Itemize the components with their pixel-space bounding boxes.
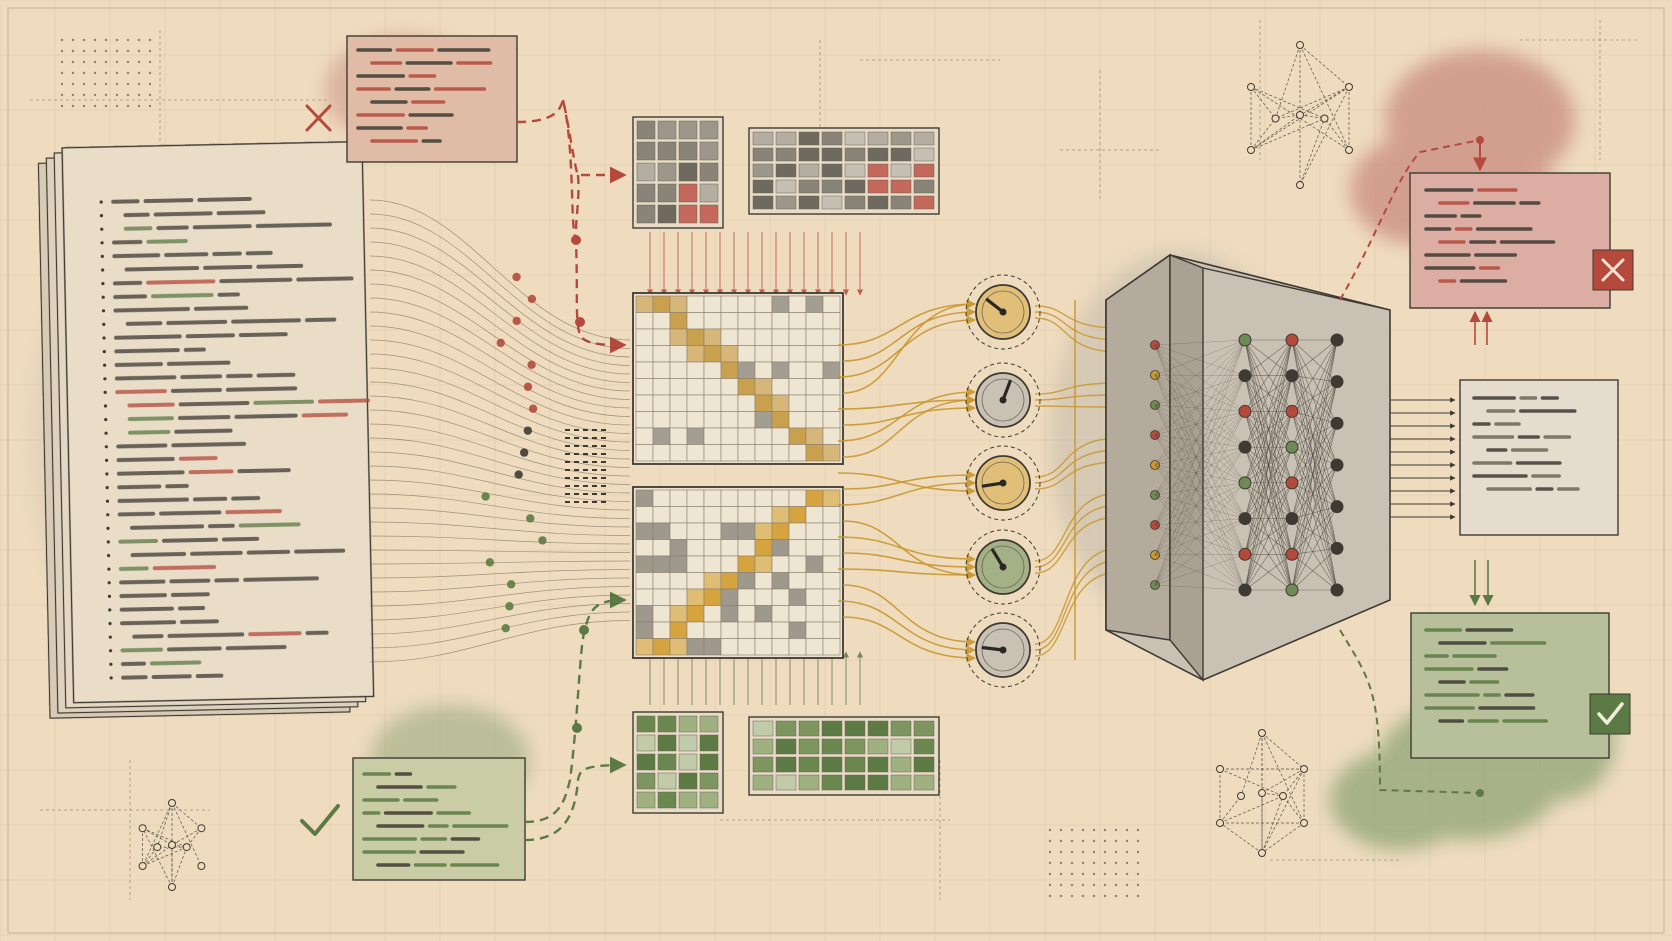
feature-grids bbox=[632, 116, 940, 814]
scoring-dials bbox=[965, 274, 1041, 688]
rejected-branch-nodes bbox=[571, 235, 585, 327]
token-flow-lines bbox=[369, 199, 631, 663]
output-neutral-card bbox=[1459, 379, 1619, 536]
accepted-branch-arrows bbox=[524, 591, 627, 842]
attention-matrices bbox=[632, 292, 844, 659]
output-connectors bbox=[1339, 136, 1494, 797]
output-accepted-card bbox=[1410, 612, 1631, 759]
network-graph bbox=[1150, 333, 1344, 597]
document-text-lines bbox=[99, 196, 370, 680]
accepted-branch-nodes bbox=[572, 625, 589, 733]
decorative-graphs bbox=[138, 41, 1353, 891]
source-document-stack bbox=[37, 140, 375, 719]
accept-badge-icon bbox=[1589, 693, 1631, 735]
accepted-example-card bbox=[352, 757, 526, 881]
cross-icon bbox=[305, 104, 332, 132]
rejected-branch-arrows bbox=[516, 95, 627, 354]
rejected-example-card bbox=[346, 35, 518, 163]
check-icon bbox=[300, 804, 340, 836]
weight-connectors bbox=[837, 299, 1121, 663]
model-box bbox=[1105, 253, 1391, 682]
output-rejected-card bbox=[1409, 172, 1634, 309]
